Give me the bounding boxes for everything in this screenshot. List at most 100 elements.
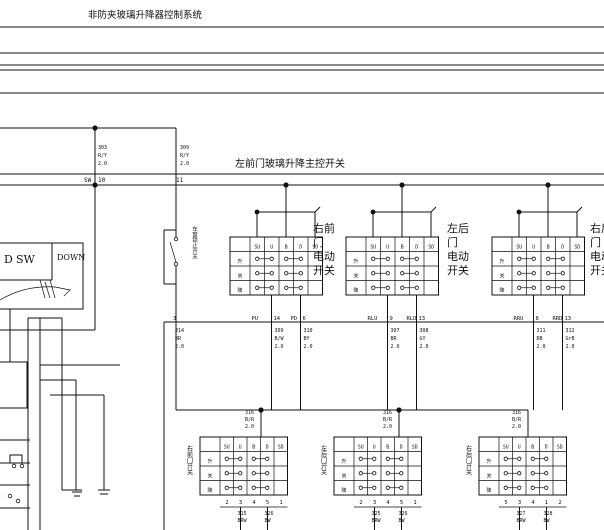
relay-box: D SW DOWN xyxy=(0,242,85,310)
grid-row-label: 降 xyxy=(499,287,504,294)
pin-num: 8 xyxy=(536,316,539,322)
contact-point xyxy=(399,485,404,490)
contact-point xyxy=(371,285,376,290)
contact-point xyxy=(517,285,522,290)
door-pin: 2 xyxy=(558,500,561,506)
pin-name: RLU xyxy=(368,316,378,322)
door-wire-label: 2.0 xyxy=(512,424,521,430)
contact-point xyxy=(400,271,405,276)
contact-point xyxy=(372,456,377,461)
master-section-label: 左后门电动开关 xyxy=(447,222,469,277)
contact-point xyxy=(414,256,419,261)
master-section-label: 右后门电动开关 xyxy=(590,221,604,277)
contact-point xyxy=(298,256,303,261)
grid-header: D xyxy=(415,245,418,251)
door-wire-label: B/R xyxy=(245,417,255,423)
relay-label-d: D xyxy=(4,253,13,266)
grid-row-label: 关 xyxy=(499,273,504,280)
pin-num: 9 xyxy=(390,316,393,322)
contact-point xyxy=(255,271,260,276)
grid-row-label: 关 xyxy=(237,273,242,280)
door-switch-label: 右前门开关 xyxy=(186,444,193,476)
wire-label: GY xyxy=(420,336,426,342)
grid-header: U xyxy=(270,245,273,251)
contact-point xyxy=(531,285,536,290)
contact-point xyxy=(265,485,270,490)
door-pin: 4 xyxy=(386,500,390,506)
door-pin: 5 xyxy=(400,500,403,506)
contact-point xyxy=(400,256,405,261)
wire-label: 312 xyxy=(566,328,575,334)
door-wire-label: 316 xyxy=(383,410,392,416)
contact-point xyxy=(298,271,303,276)
wire-label: RB xyxy=(537,336,543,342)
left-feed-pin: 3 xyxy=(173,316,176,322)
pin-name: RLD xyxy=(407,316,417,322)
door-pin: 2 xyxy=(225,500,228,506)
door-bottom-wire-color: BW xyxy=(265,518,272,524)
wire-label: B/W xyxy=(275,336,285,342)
grid-header: SD xyxy=(412,445,418,451)
left-feed-color: BR xyxy=(175,336,182,342)
contact-point xyxy=(238,471,243,476)
left-components xyxy=(0,309,120,530)
wire-label: 2.0 xyxy=(537,344,546,350)
door-pin: 3 xyxy=(239,500,242,506)
grid-row-label: 升 xyxy=(207,458,212,465)
grid-header: SU xyxy=(516,245,522,251)
door-bottom-wire-color: BW xyxy=(544,518,551,524)
contact-point xyxy=(224,471,229,476)
grid-header: B xyxy=(386,445,389,451)
grid-row-label: 升 xyxy=(353,258,358,265)
grid-header: SD xyxy=(312,245,318,251)
contact-point xyxy=(385,485,390,490)
master-section: SUUBDSD升关降右后门电动开关RRU8RRD13311RB2.0312GrB… xyxy=(491,182,604,410)
grid-row-label: 关 xyxy=(353,273,358,280)
contact-point xyxy=(503,471,508,476)
frame-lines xyxy=(0,26,604,94)
door-pin: 1 xyxy=(279,500,282,506)
pin-num: 13 xyxy=(565,316,572,322)
contact-point xyxy=(284,271,289,276)
lockout-switch: 车窗锁止开关 xyxy=(163,225,198,410)
contact-point xyxy=(255,256,260,261)
door-wire-label: B/R xyxy=(383,417,393,423)
grid-header: D xyxy=(561,245,564,251)
contact-point xyxy=(238,485,243,490)
contact-point xyxy=(298,285,303,290)
grid-header: B xyxy=(531,445,534,451)
grid-row-label: 升 xyxy=(486,458,491,465)
wire-label: 309 xyxy=(275,328,284,334)
grid-header: SU xyxy=(224,445,230,451)
grid-row-label: 降 xyxy=(353,287,358,294)
door-pin: 2 xyxy=(359,500,362,506)
grid-header: B xyxy=(547,245,550,251)
contact-point xyxy=(400,285,405,290)
door-bottom-wire-num: 328 xyxy=(544,511,553,517)
grid-header: SU xyxy=(370,245,376,251)
contact-point xyxy=(284,256,289,261)
contact-point xyxy=(530,471,535,476)
door-pin: 3 xyxy=(373,500,376,506)
grid-header: SD xyxy=(278,445,284,451)
wire-309-size: 2.0 xyxy=(180,161,189,167)
contact-point xyxy=(385,456,390,461)
contact-point xyxy=(531,256,536,261)
pin-sw: SW xyxy=(84,177,92,184)
door-bottom-wire-num: 326 xyxy=(265,511,274,517)
master-section-label: 右前门电动开关 xyxy=(313,221,335,277)
door-bottom-wire-num: 315 xyxy=(238,511,247,517)
contact-point xyxy=(224,485,229,490)
contact-point xyxy=(517,471,522,476)
contact-point xyxy=(385,271,390,276)
pin-11: 11 xyxy=(176,177,184,184)
contact-point xyxy=(517,271,522,276)
grid-row-label: 降 xyxy=(237,287,242,294)
door-wire-label: 316 xyxy=(245,410,254,416)
contact-point xyxy=(546,271,551,276)
contact-point xyxy=(284,285,289,290)
master-switch-frame: 左前门玻璃升降主控开关 xyxy=(0,157,604,186)
contact-point xyxy=(560,271,565,276)
pin-num: 14 xyxy=(274,316,281,322)
